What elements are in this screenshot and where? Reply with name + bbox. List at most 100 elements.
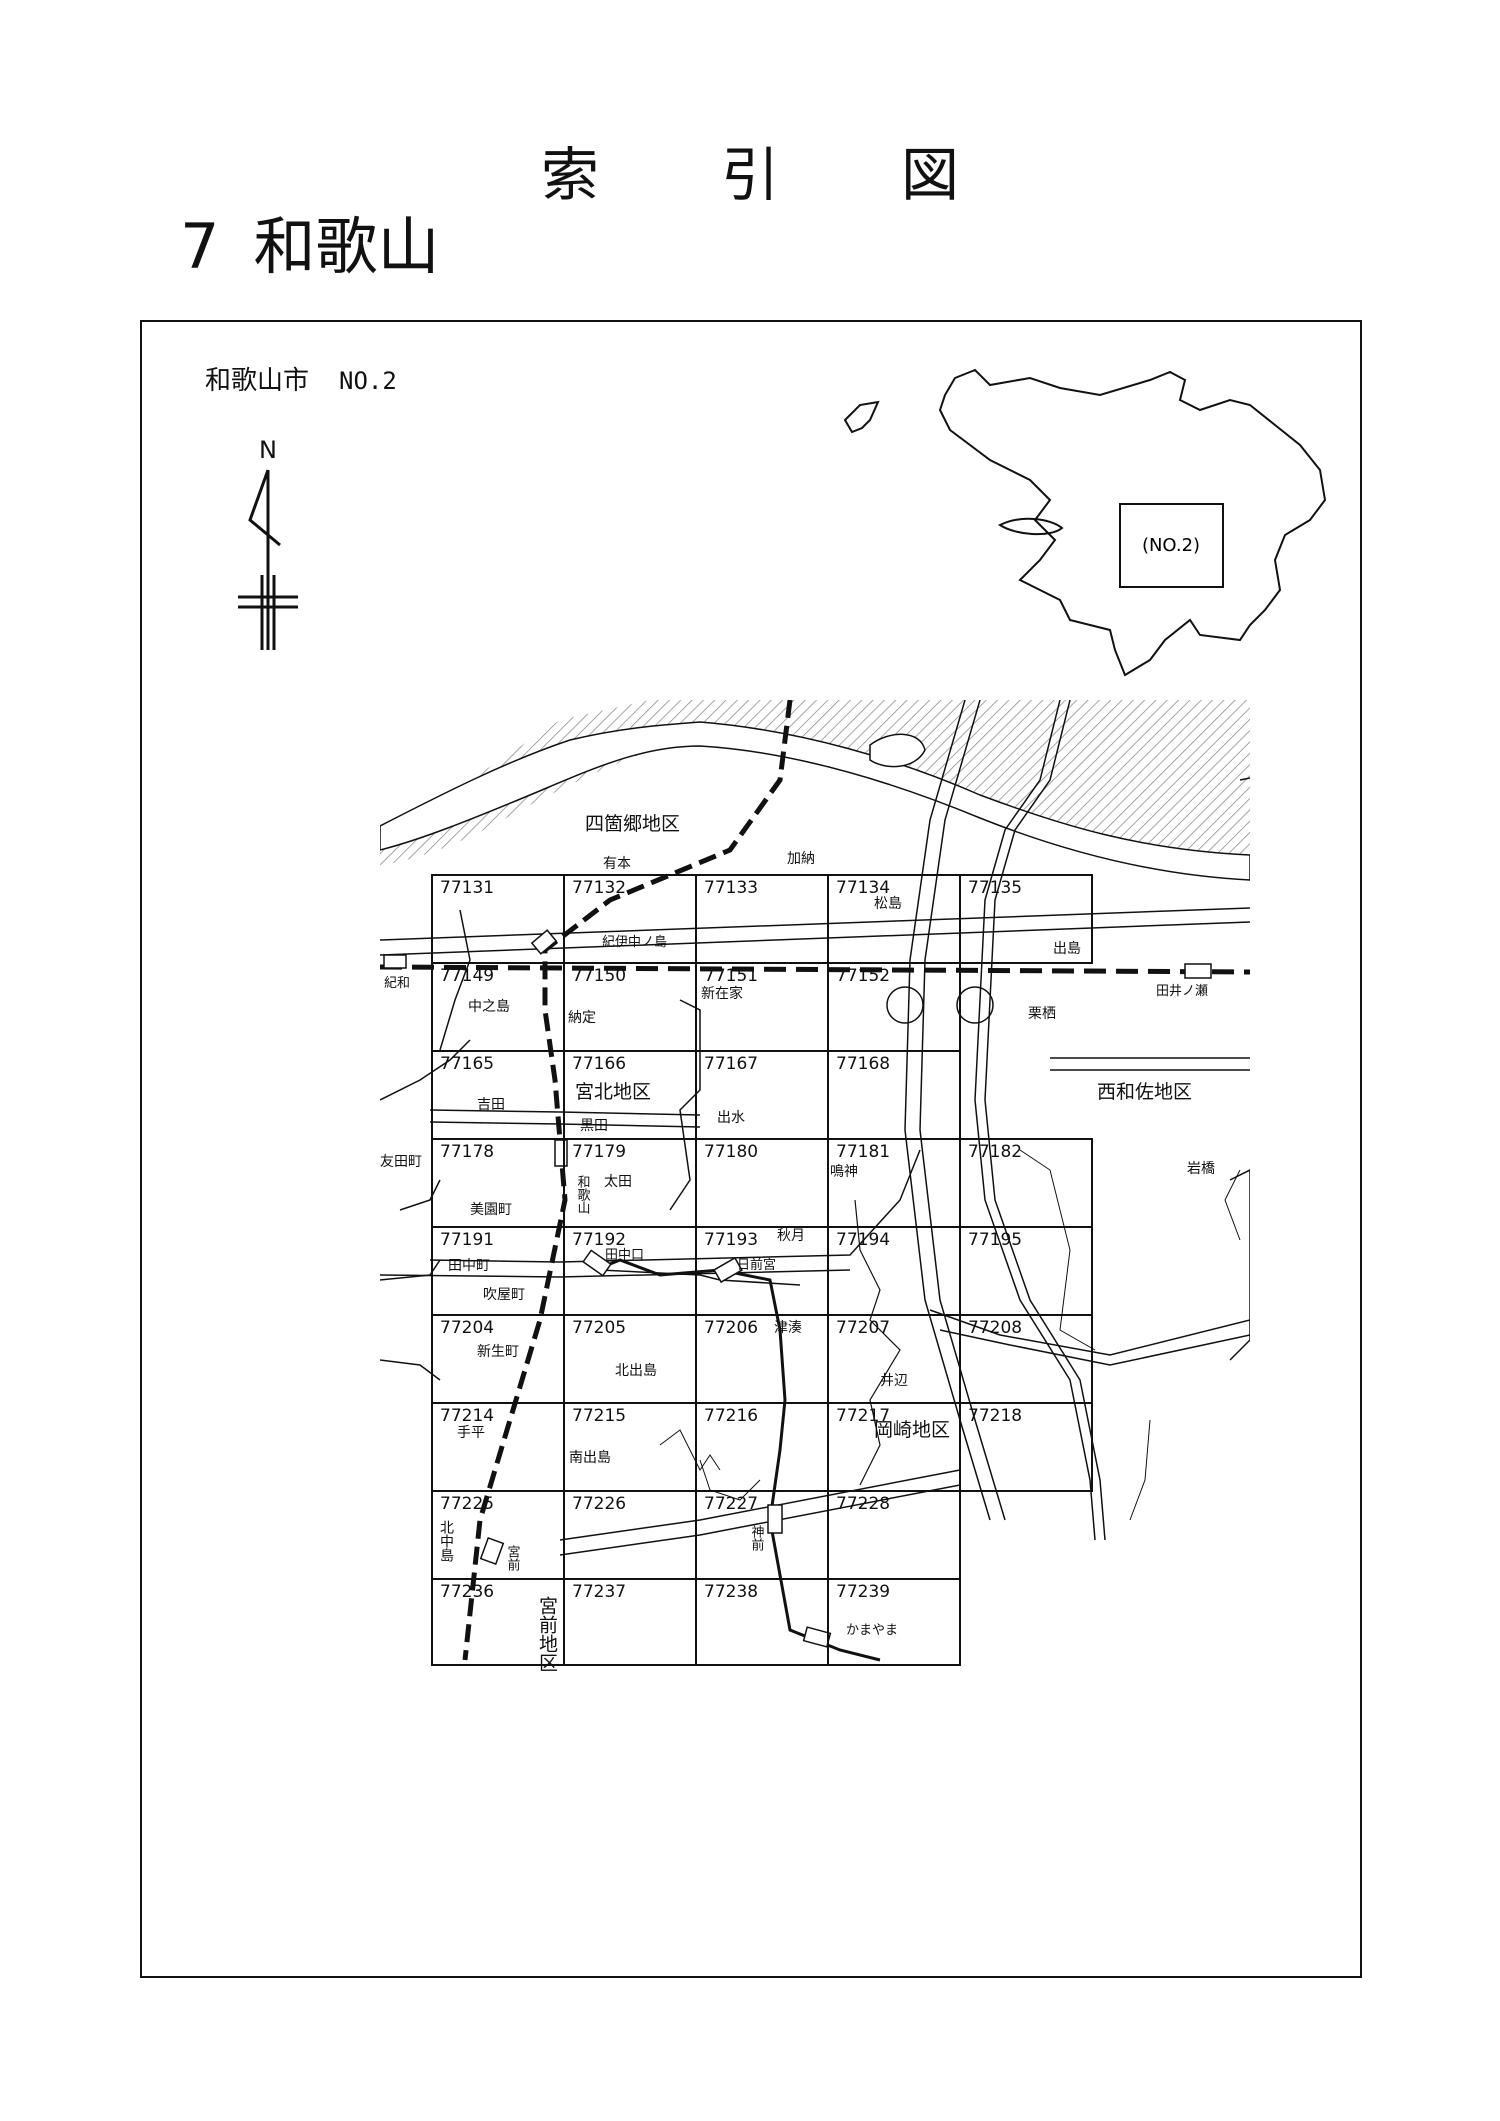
place-label: 出水 [717,1110,745,1126]
grid-cell-label: 77207 [836,1318,890,1338]
station-label: 田井ノ瀬 [1156,984,1208,999]
grid-cell-label: 77215 [572,1406,626,1426]
grid-cell-label: 77165 [440,1054,494,1074]
grid-cell-label: 77217 [836,1406,890,1426]
district-label: 西和佐地区 [1097,1081,1192,1103]
station-label: 紀和 [384,976,410,991]
place-label: 井辺 [880,1373,908,1389]
grid-cell-label: 77191 [440,1230,494,1250]
place-label: 美園町 [470,1202,512,1218]
inset-label: (NO.2) [1142,535,1200,556]
grid-cell-label: 77216 [704,1406,758,1426]
place-label: 吹屋町 [483,1287,525,1303]
grid-cell-label: 77166 [572,1054,626,1074]
grid-cell-label: 77178 [440,1142,494,1162]
district-label: 岡崎地区 [874,1419,950,1441]
map-frame [140,320,1362,1978]
grid-cell-label: 77204 [440,1318,494,1338]
grid-cell-label: 77150 [572,966,626,986]
place-label: 有本 [603,856,631,872]
subtitle-number: NO.2 [339,367,397,395]
index-grid [431,874,1093,1666]
grid-cell-label: 77180 [704,1142,758,1162]
district-label: 宮前地区 [536,1596,558,1672]
grid-cell-label: 77149 [440,966,494,986]
map-subtitle: 和歌山市 NO.2 [205,360,397,397]
place-label: 加納 [787,851,815,867]
place-label: 新生町 [477,1344,519,1360]
place-label: 手平 [457,1425,485,1441]
place-label: 津湊 [774,1319,802,1336]
section-heading: 7 和歌山 [180,196,439,286]
grid-cell-label: 77227 [704,1494,758,1514]
grid-cell-label: 77195 [968,1230,1022,1250]
place-label: 吉田 [477,1097,505,1113]
place-label: 松島 [874,896,902,912]
station-label: 宮前 [505,1544,521,1571]
inset-highlight-box [1119,503,1224,588]
place-label: 黒田 [580,1118,608,1134]
north-label: N [259,436,277,464]
place-label: 納定 [568,1010,596,1026]
grid-cell-label: 77133 [704,878,758,898]
grid-cell-label: 77225 [440,1494,494,1514]
district-label: 宮北地区 [575,1081,651,1103]
station-label: 日前宮 [737,1257,776,1273]
place-label: 鳴神 [830,1164,858,1180]
grid-cell-label: 77134 [836,878,890,898]
grid-cell-label: 77206 [704,1318,758,1338]
station-label: 和歌山 [575,1175,591,1214]
title-char-1: 索 [540,141,599,209]
grid-cell-label: 77152 [836,966,890,986]
grid-cell-label: 77237 [572,1582,626,1602]
place-label: 南出島 [569,1450,611,1466]
grid-cell-label: 77179 [572,1142,626,1162]
place-label: 中之島 [468,999,510,1015]
station-label: 神前 [749,1525,765,1551]
grid-cell-label: 77218 [968,1406,1022,1426]
grid-cell-label: 77236 [440,1582,494,1602]
grid-cell-label: 77132 [572,878,626,898]
section-name: 和歌山 [253,210,440,283]
place-label: 秋月 [777,1228,805,1244]
place-label: 太田 [604,1174,632,1190]
grid-cell-label: 77167 [704,1054,758,1074]
place-label: 出島 [1053,941,1081,957]
grid-cell-label: 77208 [968,1318,1022,1338]
place-label: 北中島 [438,1520,454,1562]
north-arrow-icon: N [238,436,298,650]
grid-cell-label: 77192 [572,1230,626,1250]
station-markers [383,929,1212,1648]
inset-city-outline [843,368,1327,677]
index-map-title: 索引図 [0,128,1500,212]
district-label: 四箇郷地区 [585,813,680,835]
place-label: 栗栖 [1028,1006,1056,1022]
section-number: 7 [180,210,220,283]
station-label: 紀伊中ノ島 [602,935,667,950]
grid-cell-label: 77182 [968,1142,1022,1162]
grid-cell-label: 77131 [440,878,494,898]
grid-cell-label: 77181 [836,1142,890,1162]
station-label: かまやま [846,1623,898,1638]
grid-cell-label: 77205 [572,1318,626,1338]
place-label: 田中町 [448,1258,490,1274]
title-char-3: 図 [900,141,959,209]
river-inner [380,721,1250,881]
grid-cell-label: 77226 [572,1494,626,1514]
grid-cell-label: 77193 [704,1230,758,1250]
place-label: 友田町 [380,1154,422,1170]
station-label: 田中口 [605,1248,644,1263]
grid-cell-label: 77214 [440,1406,494,1426]
grid-cell-label: 77239 [836,1582,890,1602]
grid-cell-label: 77151 [704,966,758,986]
grid-cell-label: 77135 [968,878,1022,898]
place-label: 新在家 [701,985,743,1002]
grid-cell-label: 77228 [836,1494,890,1514]
grid-cell-label: 77194 [836,1230,890,1250]
place-label: 北出島 [615,1363,657,1379]
subtitle-city: 和歌山市 [205,366,310,396]
title-char-2: 引 [720,141,779,209]
grid-cell-label: 77238 [704,1582,758,1602]
grid-cell-label: 77168 [836,1054,890,1074]
